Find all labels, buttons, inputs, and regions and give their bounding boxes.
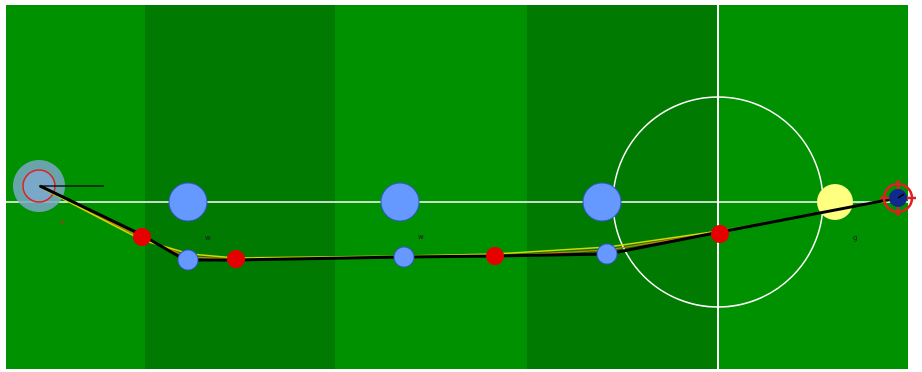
red-ball-4	[711, 225, 729, 243]
robot-3	[583, 183, 621, 221]
red-ball-3	[486, 247, 504, 265]
waypoint-label-2: w	[418, 233, 424, 241]
goal-label: g	[853, 234, 857, 242]
red-ball-2	[227, 250, 245, 268]
yellow-ball	[817, 184, 853, 220]
stripe-dark	[527, 5, 717, 369]
red-ball-1	[133, 228, 151, 246]
grass-stripes	[6, 5, 908, 369]
robot-1	[169, 183, 207, 221]
waypoint-label-1: w	[205, 234, 211, 242]
start-label: s	[60, 218, 64, 226]
stripe-light	[335, 5, 527, 369]
waypoint-2	[394, 247, 414, 267]
stripe-dark	[145, 5, 335, 369]
robot-2	[381, 183, 419, 221]
waypoint-3	[597, 244, 617, 264]
stripe-light	[717, 5, 908, 369]
waypoint-1	[178, 250, 198, 270]
